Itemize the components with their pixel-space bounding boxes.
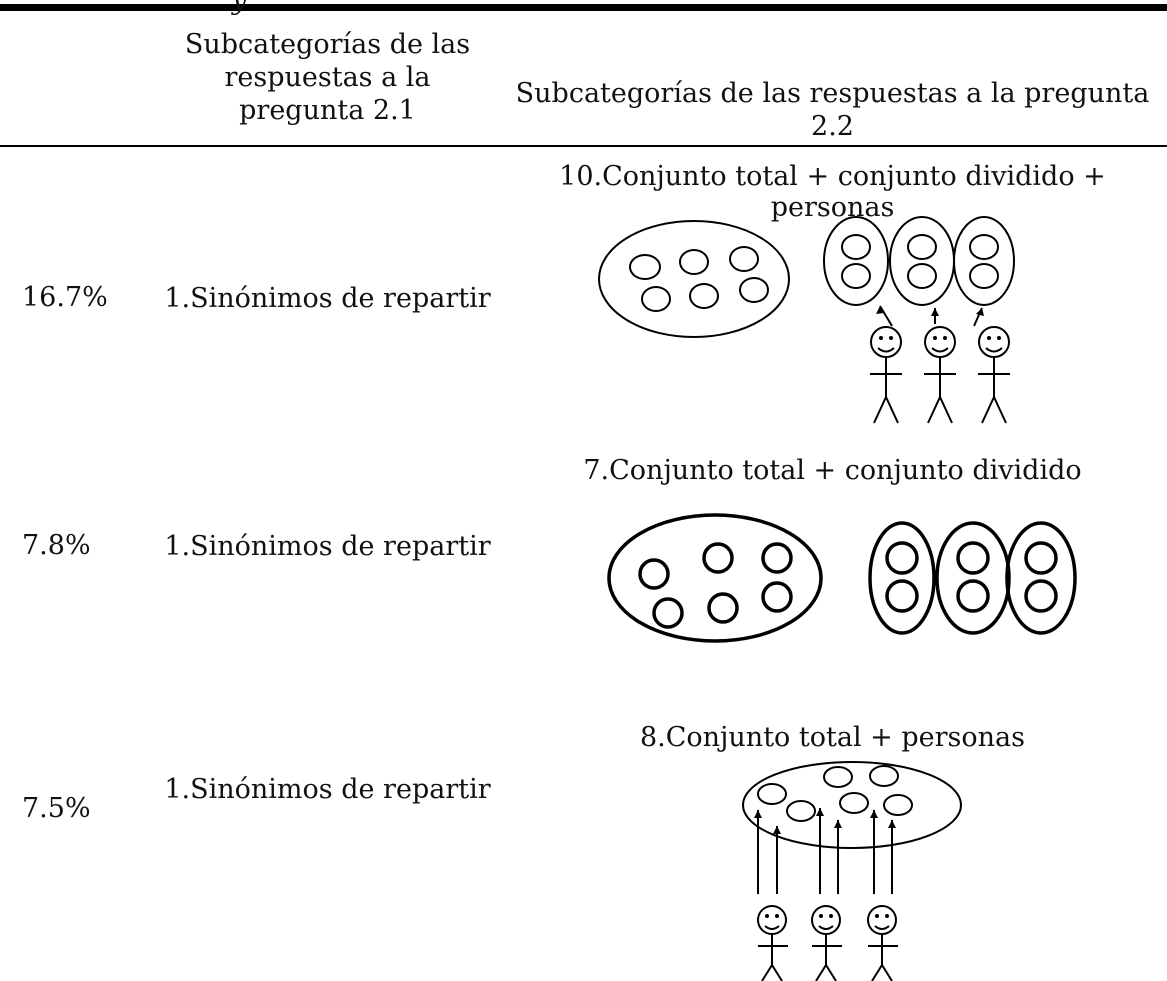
arrow xyxy=(879,305,893,327)
element-circle xyxy=(757,783,787,805)
row-1-category-2-1: 1.Sinónimos de repartir xyxy=(164,283,491,314)
arrowhead xyxy=(876,306,884,314)
element-circle xyxy=(786,800,816,822)
element-circle xyxy=(739,277,769,303)
arrowhead xyxy=(976,308,984,316)
element-circle xyxy=(969,263,999,289)
whole-set-ellipse xyxy=(607,513,823,643)
header-subcategories-2-2: Subcategorías de las respuestas a la pre… xyxy=(515,78,1150,142)
element-circle xyxy=(638,558,670,590)
group-ellipse xyxy=(889,216,955,306)
element-circle xyxy=(1024,541,1058,575)
group-ellipse xyxy=(1005,521,1077,635)
group-ellipse xyxy=(868,521,936,635)
element-circle xyxy=(839,792,869,814)
row-3-percent: 7.5% xyxy=(22,793,91,824)
arrowhead xyxy=(870,810,878,818)
element-circle xyxy=(969,234,999,260)
row-1-category-2-2: 10.Conjunto total + conjunto dividido + … xyxy=(559,161,1106,223)
element-circle xyxy=(956,579,990,613)
row-2-percent: 7.8% xyxy=(22,530,91,561)
person-stick-figure xyxy=(867,905,898,981)
arrowhead xyxy=(816,808,824,816)
element-circle xyxy=(885,579,919,613)
element-circle xyxy=(841,263,871,289)
element-circle xyxy=(707,592,739,624)
element-circle xyxy=(883,794,913,816)
diagram-whole-set-people xyxy=(742,761,962,981)
table-top-rule xyxy=(0,4,1167,11)
element-circle xyxy=(689,283,719,309)
row-1-percent: 16.7% xyxy=(22,282,108,313)
arrowhead xyxy=(754,810,762,818)
element-circle xyxy=(629,254,661,280)
group-ellipse xyxy=(823,216,889,306)
element-circle xyxy=(907,234,937,260)
person-stick-figure xyxy=(870,326,902,424)
element-circle xyxy=(761,581,793,613)
person-stick-figure xyxy=(978,326,1010,424)
element-circle xyxy=(702,542,734,574)
group-ellipse xyxy=(953,216,1015,306)
element-circle xyxy=(761,542,793,574)
arrowhead xyxy=(834,820,842,828)
row-2-category-2-1: 1.Sinónimos de repartir xyxy=(164,531,491,562)
element-circle xyxy=(869,765,899,787)
element-circle xyxy=(956,541,990,575)
element-circle xyxy=(652,597,684,629)
person-stick-figure xyxy=(757,905,788,981)
element-circle xyxy=(641,286,671,312)
element-circle xyxy=(729,246,759,272)
arrowhead xyxy=(773,826,781,834)
person-stick-figure xyxy=(924,326,956,424)
element-circle xyxy=(907,263,937,289)
diagram-whole-set-divided-sets xyxy=(607,513,1077,643)
arrowhead xyxy=(888,820,896,828)
person-stick-figure xyxy=(811,905,842,981)
cropped-caption-fragment: y xyxy=(232,0,247,16)
row-2-category-2-2: 7.Conjunto total + conjunto dividido xyxy=(583,455,1082,486)
row-3-category-2-1: 1.Sinónimos de repartir xyxy=(164,774,491,805)
element-circle xyxy=(841,234,871,260)
arrowhead xyxy=(931,308,939,316)
element-circle xyxy=(1024,579,1058,613)
whole-set-ellipse xyxy=(742,761,962,849)
whole-set-ellipse xyxy=(598,220,790,338)
element-circle xyxy=(679,249,709,275)
element-circle xyxy=(823,766,853,788)
diagram-whole-set-divided-sets-people xyxy=(598,216,1015,424)
group-ellipse xyxy=(935,521,1011,635)
row-3-category-2-2: 8.Conjunto total + personas xyxy=(639,722,1025,753)
header-subcategories-2-1: Subcategorías de las respuestas a la pre… xyxy=(184,29,471,126)
element-circle xyxy=(885,541,919,575)
header-rule xyxy=(0,145,1167,147)
